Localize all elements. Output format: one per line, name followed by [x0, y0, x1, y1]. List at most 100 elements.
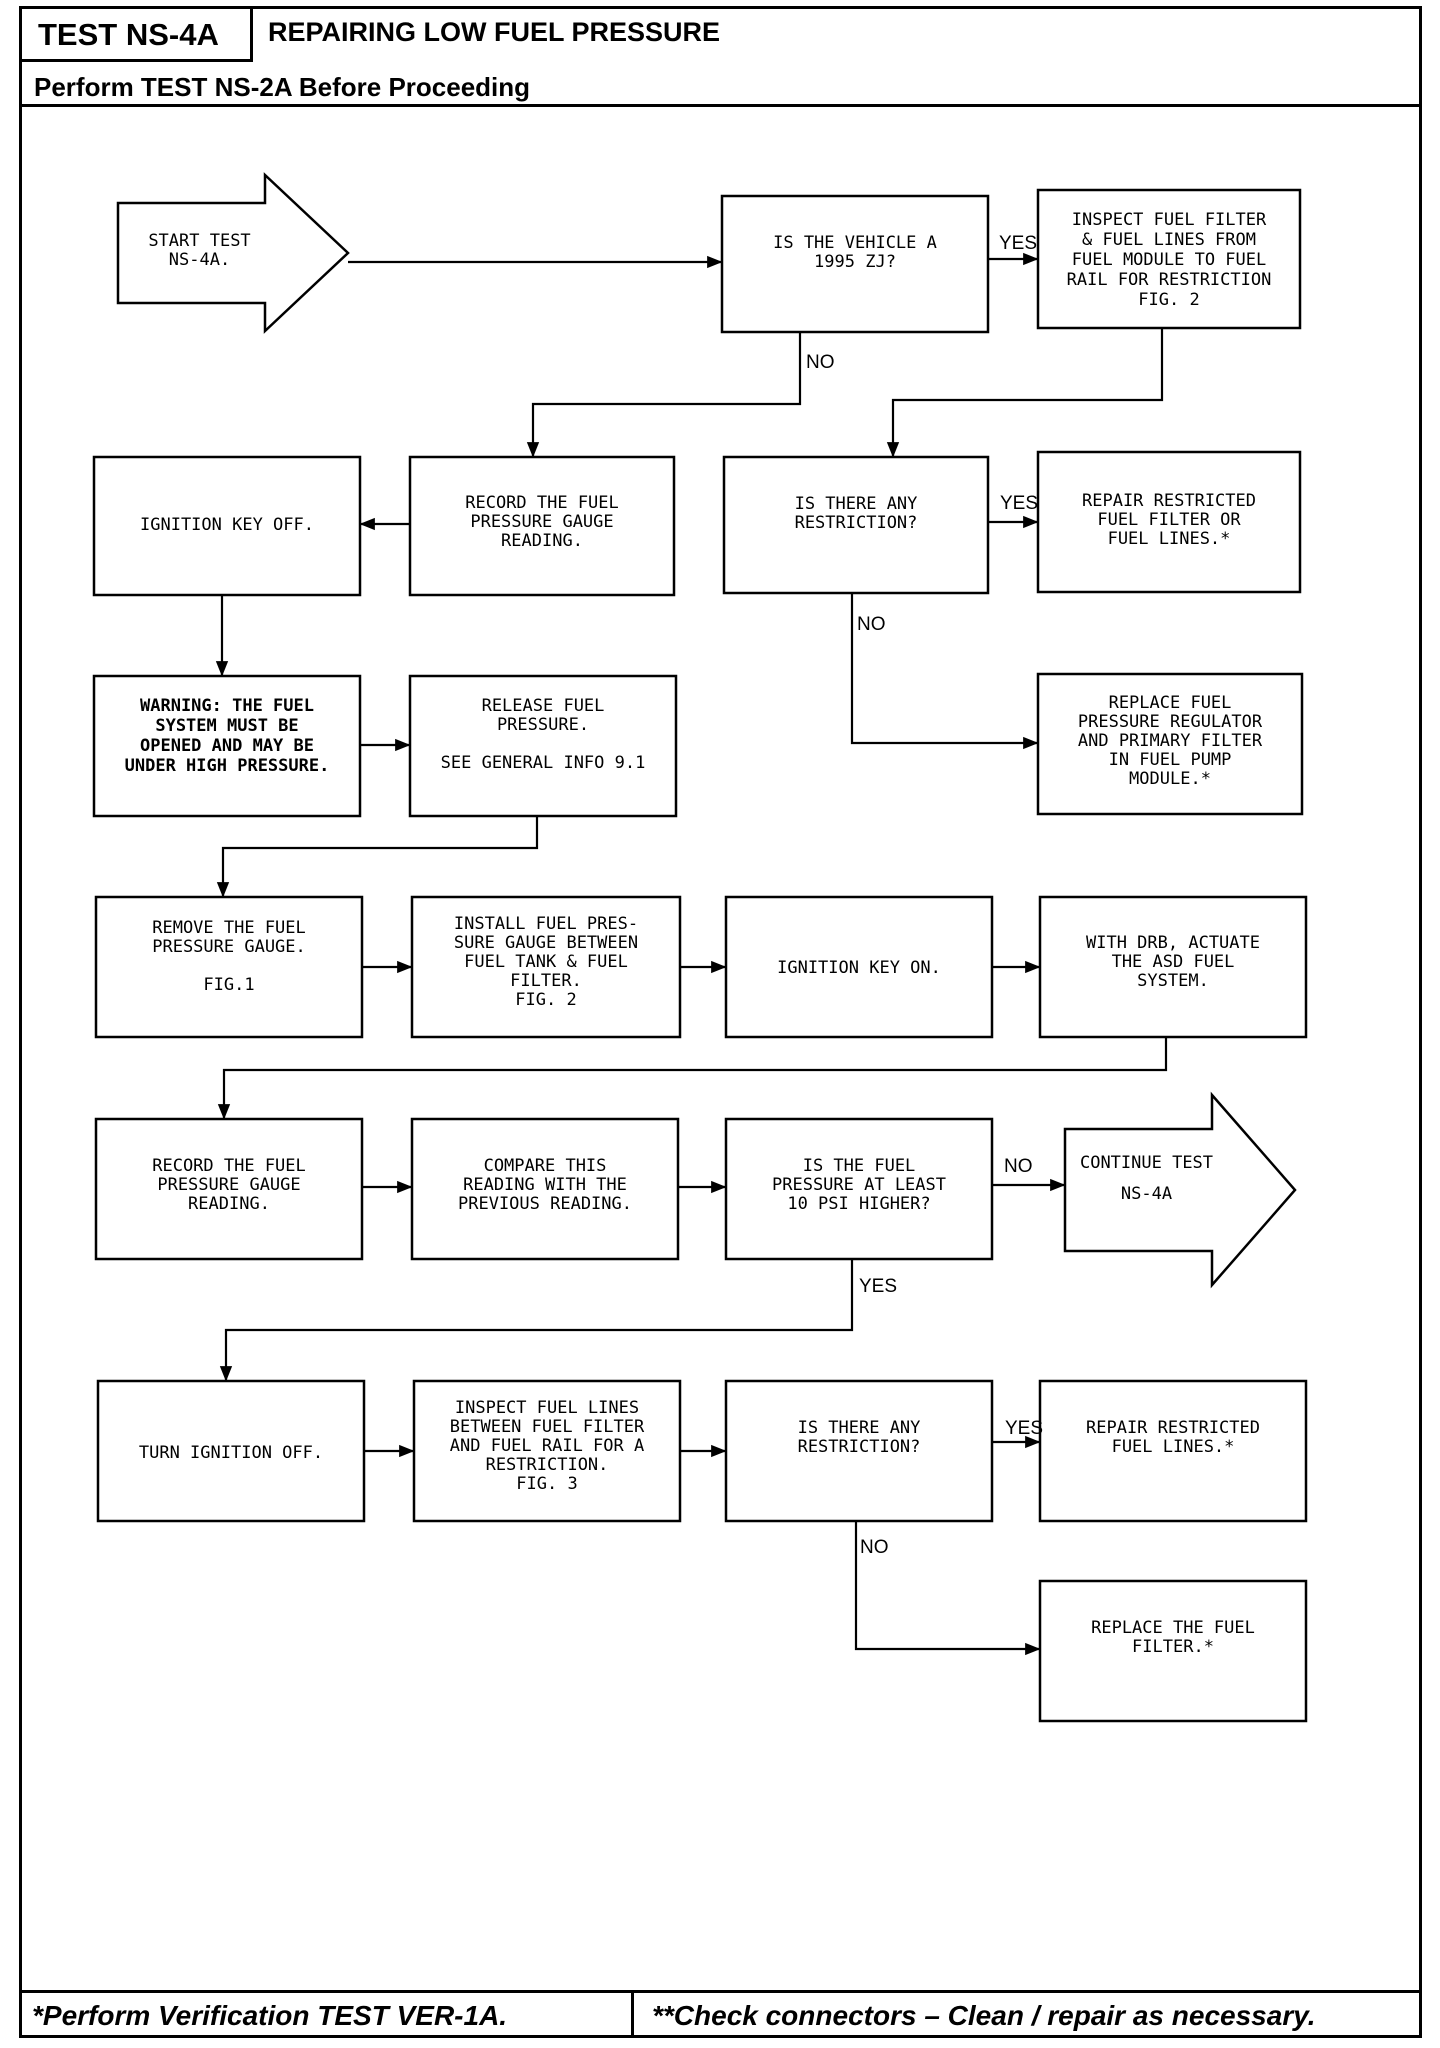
- flow-edge-q_restriction_1-to-replace_regulator: [850, 593, 1039, 750]
- flow-node-text: FIG. 3: [516, 1474, 577, 1494]
- flow-node-ignition_off_1: IGNITION KEY OFF.: [92, 455, 362, 597]
- flow-node-box: [724, 895, 994, 1039]
- flow-node-text: IS THE VEHICLE A: [773, 233, 937, 253]
- flow-node-text: SEE GENERAL INFO 9.1: [441, 753, 646, 773]
- flow-node-text: RECORD THE FUEL: [152, 1156, 306, 1176]
- flow-node-box: [408, 674, 678, 818]
- flow-node-text: SURE GAUGE BETWEEN: [454, 933, 638, 953]
- flow-node-text: CONTINUE TEST: [1080, 1153, 1213, 1173]
- flow-node-text: PREVIOUS READING.: [458, 1194, 632, 1214]
- flow-node-text: WITH DRB, ACTUATE: [1086, 933, 1260, 953]
- flow-node-text: FIG. 2: [515, 990, 576, 1010]
- flow-node-text: REPLACE FUEL: [1109, 693, 1232, 713]
- flow-node-text: FIG. 2: [1138, 290, 1199, 310]
- flow-node-box: [92, 455, 362, 597]
- header-divider-vertical: [250, 6, 253, 62]
- flow-node-text: 10 PSI HIGHER?: [787, 1194, 930, 1214]
- flow-node-text: INSPECT FUEL FILTER: [1072, 210, 1267, 230]
- flow-node-text: IS THE FUEL: [803, 1156, 916, 1176]
- footer-connector-note: **Check connectors – Clean / repair as n…: [652, 2000, 1316, 2031]
- footer-divider-vertical: [631, 1990, 634, 2038]
- flow-node-text: TURN IGNITION OFF.: [139, 1443, 323, 1463]
- flow-node-text: RESTRICTION?: [795, 513, 918, 533]
- flow-node-text: RECORD THE FUEL: [465, 493, 619, 513]
- flow-node-text: PRESSURE REGULATOR: [1078, 712, 1263, 732]
- flow-node-box: [94, 1117, 364, 1261]
- flow-node-text: IS THERE ANY: [798, 1418, 921, 1438]
- flow-node-box: [1038, 895, 1308, 1039]
- flow-edge-label-yes: YES: [1005, 1418, 1043, 1439]
- flow-node-turn_ignition_off: TURN IGNITION OFF.: [96, 1379, 366, 1523]
- flow-node-text: FILTER.: [510, 971, 582, 991]
- flow-node-box: [410, 1117, 680, 1261]
- flow-node-arrow-shape: [116, 172, 350, 334]
- flow-node-text: OPENED AND MAY BE: [140, 736, 314, 756]
- flow-node-box: [724, 1379, 994, 1523]
- flow-node-text: & FUEL LINES FROM: [1082, 230, 1256, 250]
- flow-edge-q_10psi-to-turn_ignition_off: [219, 1259, 854, 1382]
- page-frame: [19, 6, 1422, 2038]
- flow-edge-label-no: NO: [806, 352, 835, 373]
- flow-node-text: FUEL TANK & FUEL: [464, 952, 628, 972]
- flow-node-text: PRESSURE GAUGE: [470, 512, 613, 532]
- flow-node-ignition_on: IGNITION KEY ON.: [724, 895, 994, 1039]
- flow-node-text: START TEST: [148, 231, 250, 251]
- flow-node-text: READING.: [188, 1194, 270, 1214]
- flow-edge-actuate_asd-to-record_reading_2: [217, 1037, 1168, 1120]
- flow-edge-release_pressure-to-remove_gauge: [216, 816, 539, 898]
- flow-node-text: REPAIR RESTRICTED: [1082, 491, 1256, 511]
- prerequisite-note: Perform TEST NS-2A Before Proceeding: [34, 72, 531, 102]
- footer-top-rule: [19, 1990, 1422, 1993]
- flow-edge-q_1995zj-to-record_reading_1: [526, 332, 802, 458]
- flow-node-arrow-shape: [1063, 1091, 1297, 1289]
- flow-node-box: [1036, 450, 1302, 594]
- flow-node-text: PRESSURE GAUGE.: [152, 937, 306, 957]
- flow-edge-label-yes: YES: [999, 233, 1037, 254]
- flow-node-text: REPAIR RESTRICTED: [1086, 1418, 1260, 1438]
- flow-node-text: PRESSURE AT LEAST: [772, 1175, 946, 1195]
- flow-node-box: [410, 895, 682, 1039]
- flow-node-text: WARNING: THE FUEL: [140, 696, 314, 716]
- flow-node-text: FUEL LINES.*: [1112, 1437, 1235, 1457]
- flow-node-box: [94, 895, 364, 1039]
- test-title: REPAIRING LOW FUEL PRESSURE: [268, 17, 721, 47]
- flow-node-text: RELEASE FUEL: [482, 696, 605, 716]
- flow-node-box: [96, 1379, 366, 1523]
- flow-node-box: [722, 455, 990, 595]
- flow-node-text: READING WITH THE: [463, 1175, 627, 1195]
- flow-node-text: REMOVE THE FUEL: [152, 918, 306, 938]
- flow-edge-label-no: NO: [857, 614, 886, 635]
- flow-edge-inspect_filter_lines-to-q_restriction_1: [886, 328, 1164, 458]
- flow-node-text: IN FUEL PUMP: [1109, 750, 1232, 770]
- flow-node-box: [1036, 188, 1302, 330]
- flow-node-text: RESTRICTION.: [486, 1455, 609, 1475]
- flow-node-text: AND FUEL RAIL FOR A: [450, 1436, 644, 1456]
- flow-node-text: PRESSURE GAUGE: [157, 1175, 300, 1195]
- flow-node-text: INSPECT FUEL LINES: [455, 1398, 639, 1418]
- flow-node-text: MODULE.*: [1129, 769, 1211, 789]
- flow-node-text: UNDER HIGH PRESSURE.: [125, 756, 330, 776]
- flow-node-text: RESTRICTION?: [798, 1437, 921, 1457]
- flow-node-text: REPLACE THE FUEL: [1091, 1618, 1255, 1638]
- header-id-underline: [19, 59, 253, 62]
- flow-node-text: SYSTEM MUST BE: [155, 716, 298, 736]
- flow-node-text: FUEL LINES.*: [1108, 529, 1231, 549]
- flow-node-text: FUEL FILTER OR: [1097, 510, 1241, 530]
- flow-node-box: [412, 1379, 682, 1523]
